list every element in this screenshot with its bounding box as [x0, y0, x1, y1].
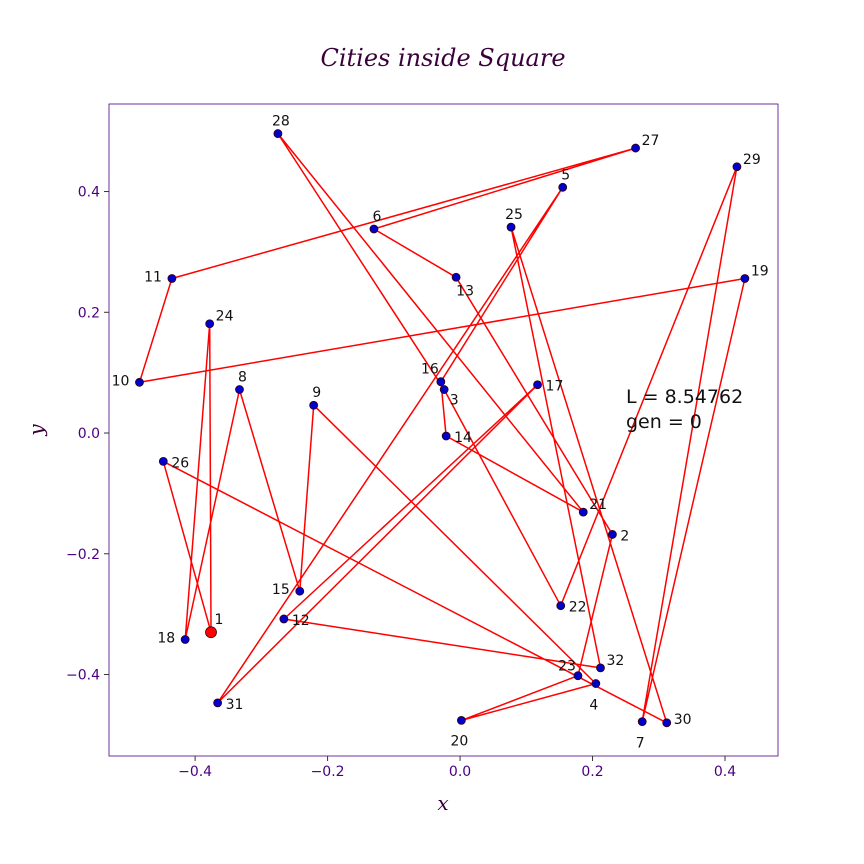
x-tick-label: 0.0 — [449, 764, 471, 780]
city-label: 1 — [215, 612, 224, 628]
city-label: 31 — [226, 697, 244, 713]
city-label: 4 — [589, 698, 598, 714]
city-label: 13 — [456, 283, 474, 299]
x-tick-label: 0.2 — [581, 764, 603, 780]
city-label: 18 — [157, 630, 175, 646]
city-marker — [309, 400, 319, 410]
city-label: 15 — [272, 582, 290, 598]
city-label: 25 — [505, 207, 523, 223]
y-tick-label: −0.4 — [66, 668, 100, 684]
city-label: 24 — [216, 309, 234, 325]
city-label: 22 — [569, 600, 587, 616]
city-marker — [180, 635, 190, 644]
city-label: 23 — [558, 659, 576, 675]
city-label: 29 — [743, 152, 761, 168]
x-tick-label: 0.4 — [714, 764, 736, 780]
city-marker — [637, 717, 647, 726]
city-marker — [608, 530, 617, 539]
plot-frame — [108, 103, 779, 757]
city-marker — [506, 222, 516, 232]
y-tick-label: 0.4 — [78, 185, 100, 201]
city-marker — [135, 377, 144, 387]
city-marker — [295, 586, 305, 596]
city-marker — [631, 143, 640, 153]
city-marker — [273, 129, 283, 138]
city-marker — [740, 274, 750, 283]
city-marker — [456, 715, 466, 725]
generation-annotation: gen = 0 — [626, 411, 702, 433]
x-tick-label: −0.4 — [178, 764, 212, 780]
city-label: 2 — [620, 528, 629, 544]
y-axis-label: y — [24, 424, 48, 437]
city-label: 21 — [589, 497, 607, 513]
city-label: 30 — [674, 712, 692, 728]
city-marker — [279, 614, 289, 624]
city-marker — [558, 182, 568, 192]
y-tick-label: 0.2 — [78, 305, 100, 321]
city-label: 20 — [450, 733, 468, 749]
tour-length-annotation: L = 8.54762 — [626, 386, 743, 408]
city-label: 6 — [372, 209, 381, 225]
city-marker — [533, 380, 542, 390]
city-label: 14 — [454, 430, 472, 446]
city-marker — [573, 671, 583, 681]
city-marker — [439, 385, 449, 394]
city-marker — [451, 272, 461, 282]
city-label: 10 — [112, 373, 130, 389]
city-label: 8 — [238, 370, 247, 386]
city-marker — [167, 274, 177, 283]
city-label: 27 — [642, 133, 660, 149]
start-city-marker — [205, 626, 217, 639]
city-marker — [205, 319, 215, 329]
city-label: 26 — [171, 455, 189, 471]
y-tick-label: −0.2 — [66, 547, 100, 563]
city-label: 32 — [606, 653, 624, 669]
city-label: 7 — [636, 736, 645, 752]
city-marker — [441, 431, 451, 441]
city-marker — [578, 507, 588, 517]
city-marker — [369, 224, 379, 234]
city-label: 28 — [272, 114, 290, 130]
x-tick-label: −0.2 — [311, 764, 345, 780]
city-marker — [591, 679, 601, 688]
city-label: 16 — [421, 362, 439, 378]
city-label: 3 — [450, 393, 459, 409]
city-label: 17 — [546, 379, 564, 395]
x-axis-label: x — [437, 791, 448, 815]
city-marker — [596, 663, 605, 673]
city-marker — [158, 456, 168, 466]
city-label: 11 — [144, 269, 162, 285]
y-tick-label: 0.0 — [78, 426, 100, 442]
city-label: 12 — [292, 613, 310, 629]
city-marker — [662, 718, 672, 728]
chart-title: Cities inside Square — [320, 44, 565, 72]
city-marker — [213, 698, 223, 708]
city-label: 9 — [312, 385, 321, 401]
city-marker — [235, 385, 244, 394]
city-marker — [732, 162, 742, 172]
city-marker — [556, 601, 566, 611]
city-label: 5 — [561, 167, 570, 183]
city-label: 19 — [751, 263, 769, 279]
city-marker — [436, 377, 446, 387]
